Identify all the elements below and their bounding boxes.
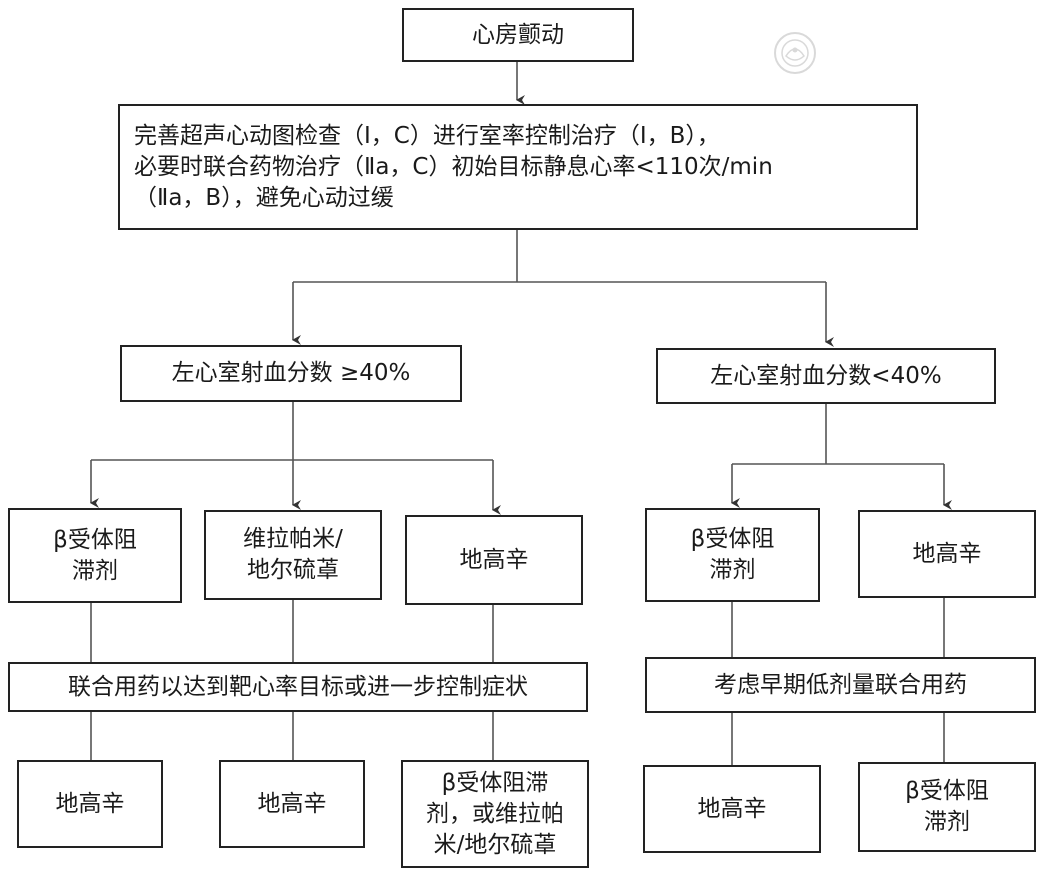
seal-logo-icon <box>774 32 816 74</box>
watermark <box>772 28 1012 78</box>
node-label: 地高辛 <box>459 546 529 573</box>
node-left-beta-blocker: β受体阻 滞剂 <box>8 508 182 603</box>
node-label: 地高辛 <box>55 790 125 817</box>
node-label: 左心室射血分数<40% <box>710 362 942 389</box>
node-label: 心房颤动 <box>472 21 564 48</box>
node-label: 地高辛 <box>257 790 327 817</box>
node-label: 地高辛 <box>697 795 767 822</box>
node-label: β受体阻 滞剂 <box>905 778 989 835</box>
node-right-combination: 考虑早期低剂量联合用药 <box>645 657 1036 713</box>
node-label: 联合用药以达到靶心率目标或进一步控制症状 <box>68 673 528 700</box>
node-right-outcome-beta-blocker: β受体阻 滞剂 <box>858 762 1036 852</box>
node-label: β受体阻 滞剂 <box>690 526 775 583</box>
node-right-outcome-digoxin: 地高辛 <box>643 765 821 853</box>
node-label: 地高辛 <box>912 540 982 567</box>
node-right-digoxin: 地高辛 <box>858 510 1036 598</box>
node-label: β受体阻滞 剂，或维拉帕 米/地尔硫䓬 <box>426 769 564 858</box>
node-label: 左心室射血分数 ≥40% <box>171 360 411 386</box>
node-label: 考虑早期低剂量联合用药 <box>714 671 967 698</box>
node-left-digoxin: 地高辛 <box>405 515 583 605</box>
node-lvef-lt-40: 左心室射血分数<40% <box>656 348 996 404</box>
node-label: 完善超声心动图检查（Ⅰ，C）进行室率控制治疗（Ⅰ，B）， 必要时联合药物治疗（Ⅱ… <box>134 122 773 211</box>
node-initial-management: 完善超声心动图检查（Ⅰ，C）进行室率控制治疗（Ⅰ，B）， 必要时联合药物治疗（Ⅱ… <box>118 104 918 230</box>
node-right-beta-blocker: β受体阻 滞剂 <box>645 508 820 602</box>
node-left-combination: 联合用药以达到靶心率目标或进一步控制症状 <box>8 662 588 712</box>
node-label: 维拉帕米/ 地尔硫䓬 <box>243 526 343 583</box>
node-left-outcome-digoxin-1: 地高辛 <box>17 760 163 848</box>
node-left-outcome-digoxin-2: 地高辛 <box>219 760 365 848</box>
node-left-outcome-beta-or-verapamil: β受体阻滞 剂，或维拉帕 米/地尔硫䓬 <box>401 760 589 868</box>
node-atrial-fibrillation: 心房颤动 <box>402 8 634 62</box>
node-left-verapamil-diltiazem: 维拉帕米/ 地尔硫䓬 <box>204 510 382 600</box>
node-lvef-ge-40: 左心室射血分数 ≥40% <box>120 345 462 402</box>
node-label: β受体阻 滞剂 <box>53 526 137 584</box>
